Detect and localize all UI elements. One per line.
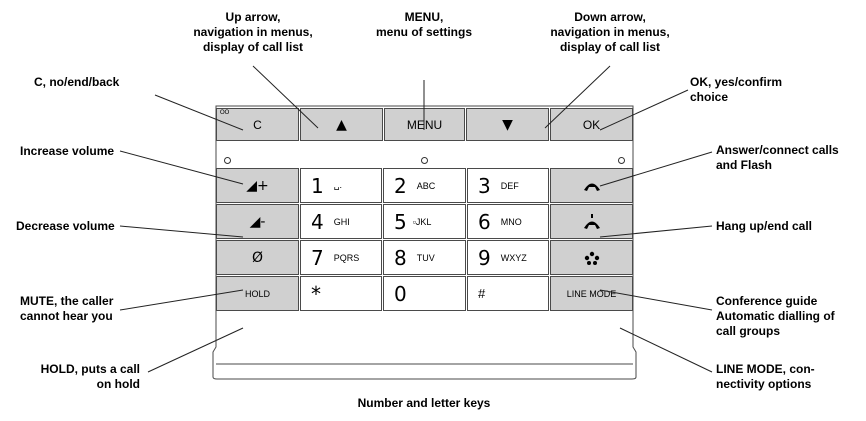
label-mute: MUTE, the caller cannot hear you — [20, 294, 114, 323]
hold-key-label: HOLD — [244, 288, 270, 299]
label-down-arrow: Down arrow, navigation in menus, display… — [550, 10, 670, 54]
up-arrow-button[interactable]: ▲ — [300, 108, 383, 141]
conference-button[interactable] — [550, 240, 633, 275]
voicemail-icon: ᴼᴼ — [220, 108, 230, 118]
conference-icon — [584, 251, 599, 265]
key-4-letters: GHI — [333, 216, 350, 227]
c-button[interactable]: ᴼᴼ C — [216, 108, 299, 141]
key-6[interactable]: 6 MNO — [467, 204, 549, 239]
label-answer: Answer/connect calls and Flash — [716, 143, 839, 172]
key-9-letters: WXYZ — [500, 252, 527, 263]
down-arrow-button[interactable]: ▼ — [466, 108, 549, 141]
label-hold: HOLD, puts a call on hold — [40, 362, 140, 391]
key-1-letters: ␣. — [333, 180, 342, 190]
key-1[interactable]: 1 ␣. — [300, 168, 382, 203]
mute-icon: Ø — [251, 249, 264, 266]
key-0-digit: 0 — [394, 281, 407, 306]
volume-down-button[interactable]: ◢- — [216, 204, 299, 239]
indicator-dot-right — [618, 157, 625, 164]
keypad-panel: ᴼᴼ C ▲ MENU ▼ OK ◢+ ◢- Ø HOLD — [212, 102, 637, 380]
label-c-key: C, no/end/back — [34, 75, 120, 89]
hold-button[interactable]: HOLD — [216, 276, 299, 311]
key-6-letters: MNO — [500, 216, 522, 227]
key-3-letters: DEF — [500, 180, 519, 191]
line-mode-button[interactable]: LINE MODE — [550, 276, 633, 311]
label-number-keys: Number and letter keys — [357, 396, 491, 410]
key-8-digit: 8 — [394, 245, 407, 270]
answer-button[interactable] — [550, 168, 633, 203]
key-star-symbol: * — [311, 281, 321, 306]
key-3-digit: 3 — [478, 173, 491, 198]
key-hash[interactable]: # — [467, 276, 549, 311]
key-8-letters: TUV — [416, 252, 435, 263]
label-decrease-volume: Decrease volume — [16, 219, 115, 233]
key-8[interactable]: 8 TUV — [383, 240, 466, 275]
up-arrow-icon: ▲ — [336, 116, 347, 133]
mute-button[interactable]: Ø — [216, 240, 299, 275]
label-ok-key: OK, yes/confirm choice — [690, 75, 783, 104]
answer-phone-icon — [583, 183, 600, 191]
volume-up-icon: ◢+ — [246, 177, 269, 194]
down-arrow-icon: ▼ — [502, 116, 513, 133]
key-4[interactable]: 4 GHI — [300, 204, 382, 239]
volume-down-icon: ◢- — [249, 213, 266, 230]
key-7-digit: 7 — [311, 245, 324, 270]
key-0[interactable]: 0 — [383, 276, 466, 311]
key-2-letters: ABC — [416, 180, 436, 191]
key-5[interactable]: 5 ▫JKL — [383, 204, 466, 239]
keypad-outline — [212, 105, 637, 380]
volume-up-button[interactable]: ◢+ — [216, 168, 299, 203]
hangup-phone-icon — [583, 213, 600, 229]
hangup-button[interactable] — [550, 204, 633, 239]
key-9[interactable]: 9 WXYZ — [467, 240, 549, 275]
key-9-digit: 9 — [478, 245, 491, 270]
menu-key-label: MENU — [406, 117, 443, 132]
label-conference: Conference guide Automatic dialling of c… — [716, 294, 835, 338]
key-6-digit: 6 — [478, 209, 491, 234]
line-mode-key-label: LINE MODE — [566, 288, 617, 299]
key-star[interactable]: * — [300, 276, 382, 311]
key-2[interactable]: 2 ABC — [383, 168, 466, 203]
key-5-letters: ▫JKL — [412, 216, 432, 227]
label-hangup: Hang up/end call — [716, 219, 813, 233]
key-1-digit: 1 — [311, 173, 324, 198]
label-line-mode: LINE MODE, con- nectivity options — [716, 362, 815, 391]
key-hash-symbol: # — [478, 286, 486, 301]
key-7-letters: PQRS — [333, 252, 360, 263]
key-2-digit: 2 — [394, 173, 407, 198]
menu-button[interactable]: MENU — [384, 108, 465, 141]
key-5-digit: 5 — [394, 209, 407, 234]
key-4-digit: 4 — [311, 209, 324, 234]
ok-button[interactable]: OK — [550, 108, 633, 141]
c-key-label: C — [253, 117, 262, 132]
key-3[interactable]: 3 DEF — [467, 168, 549, 203]
key-7[interactable]: 7 PQRS — [300, 240, 382, 275]
indicator-dot-center — [421, 157, 428, 164]
indicator-dot-left — [224, 157, 231, 164]
ok-key-label: OK — [582, 117, 601, 132]
label-increase-volume: Increase volume — [20, 144, 115, 158]
label-menu: MENU, menu of settings — [375, 10, 473, 39]
label-up-arrow: Up arrow, navigation in menus, display o… — [193, 10, 313, 54]
